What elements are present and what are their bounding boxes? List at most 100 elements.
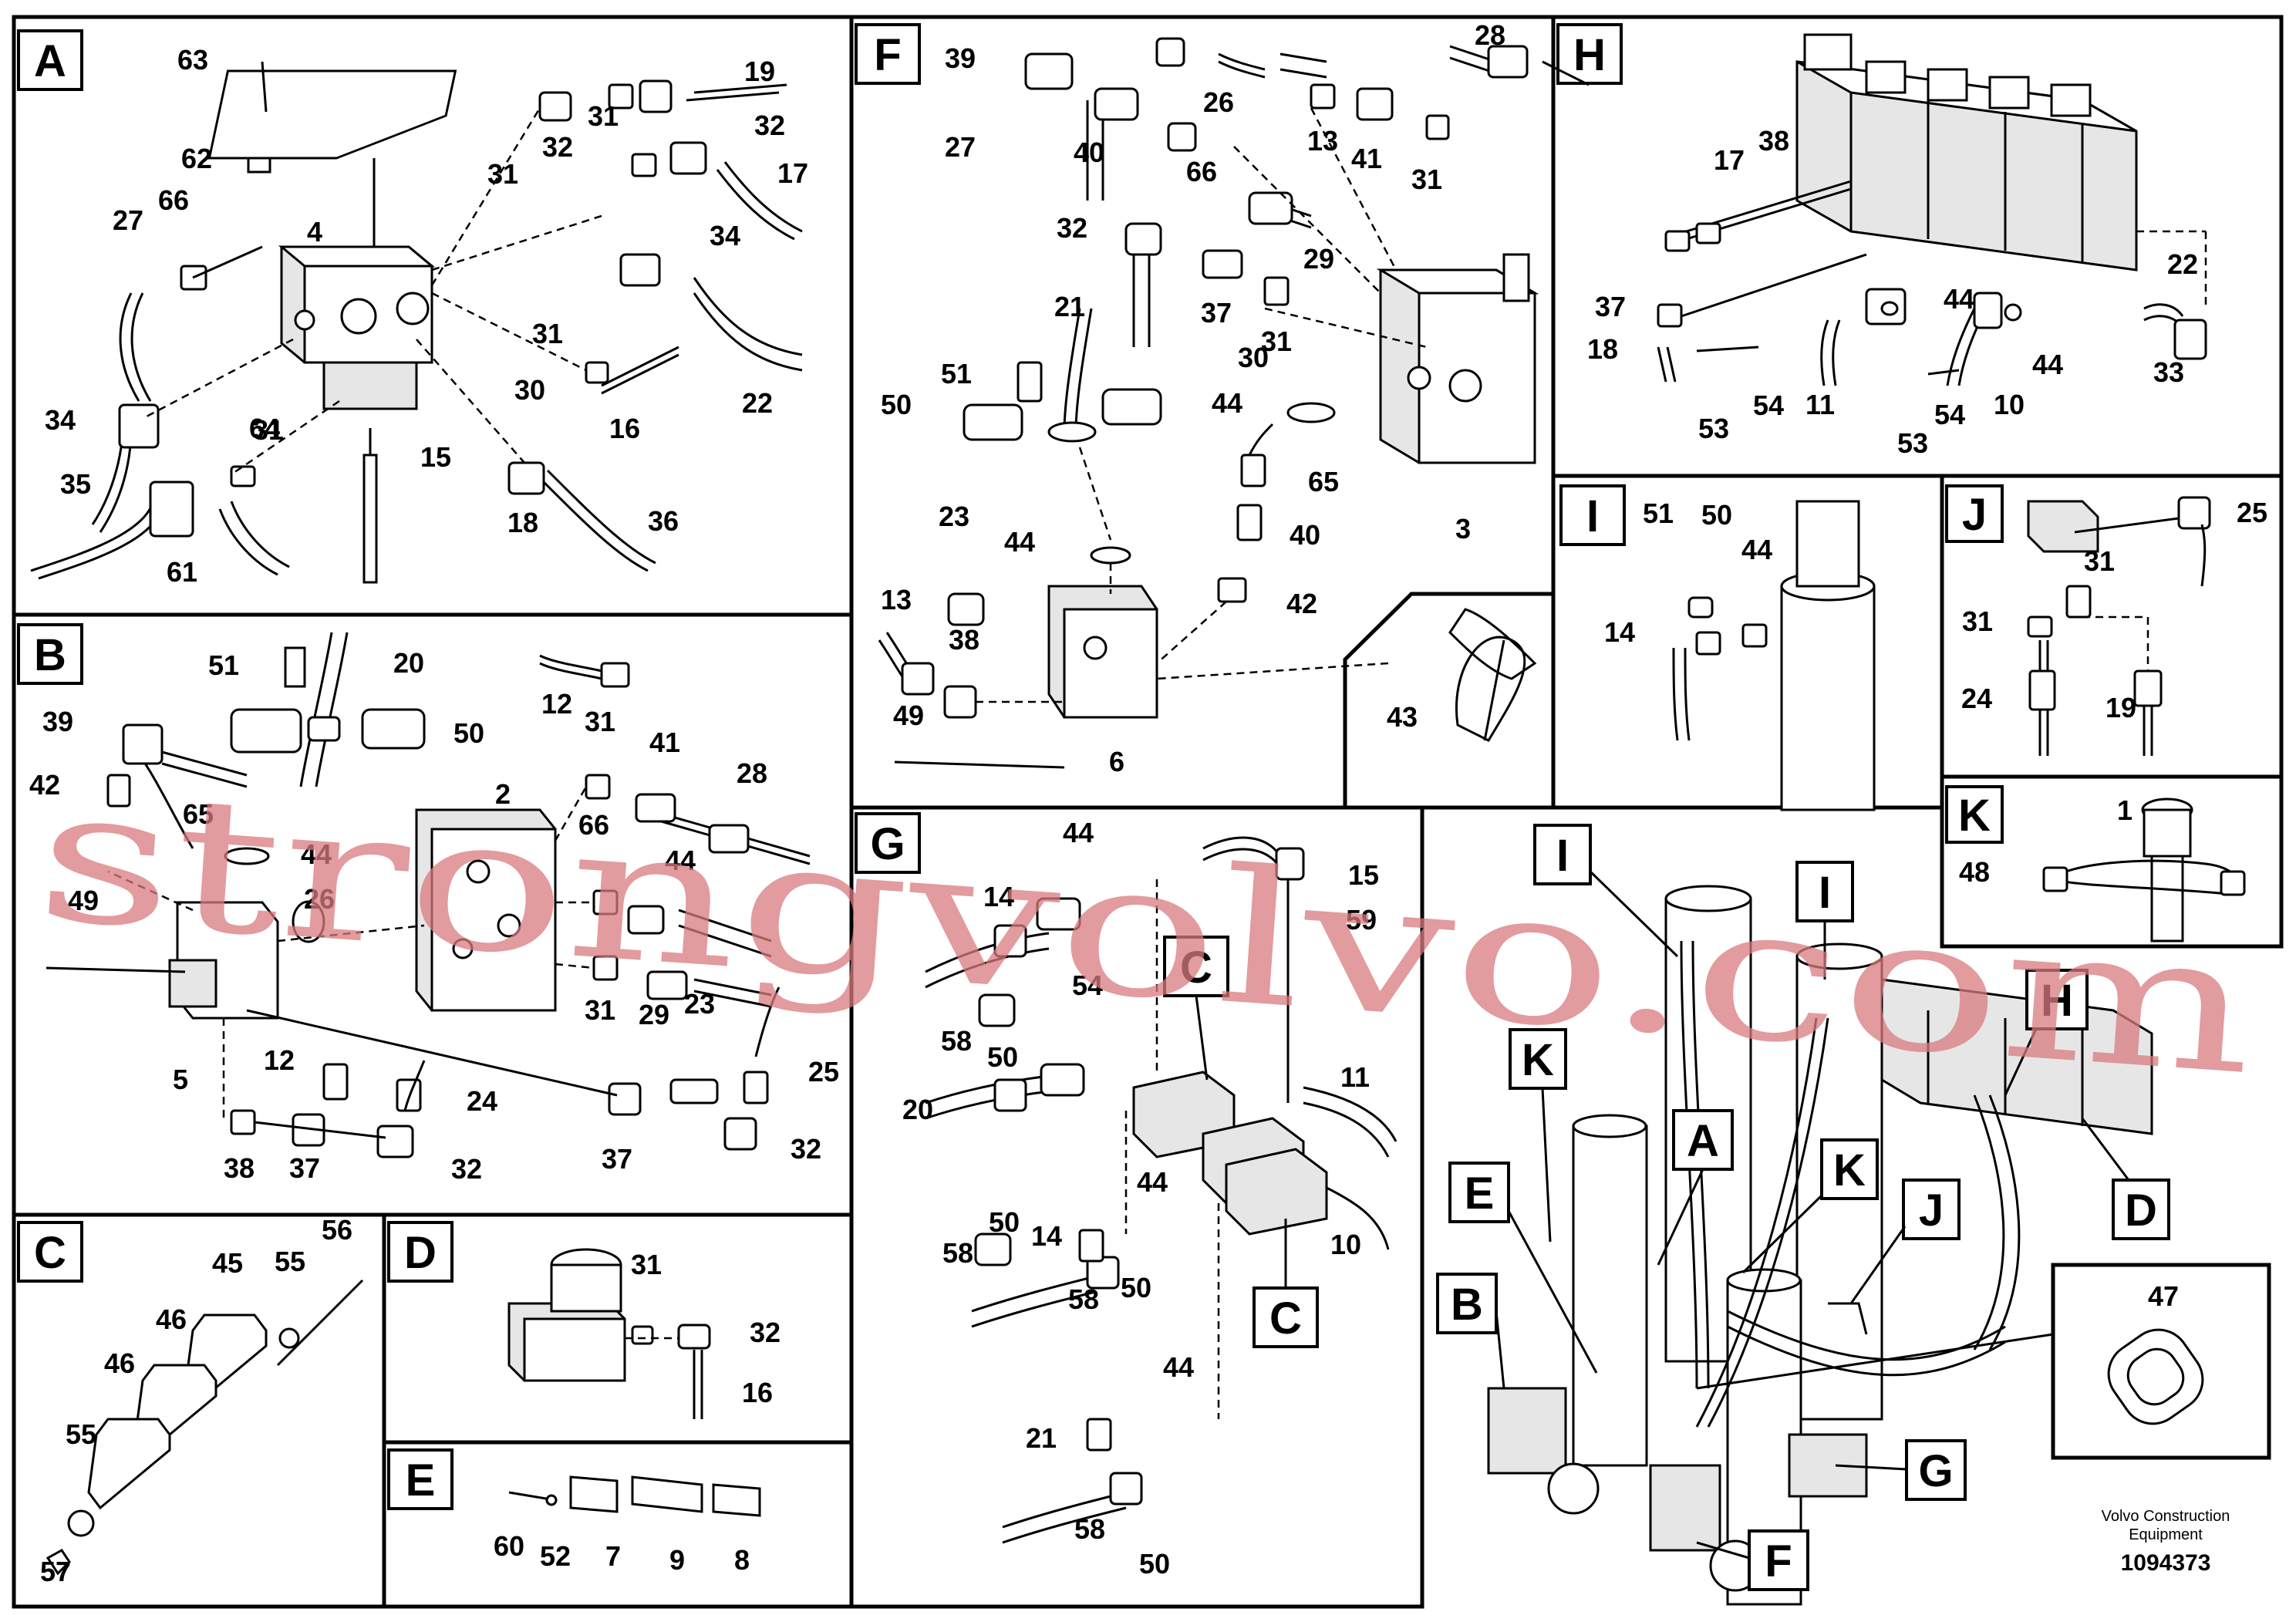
oval-plate-47: 47 bbox=[2107, 1280, 2204, 1425]
callout-h-44: 44 bbox=[1944, 283, 1974, 315]
callout-f-6: 6 bbox=[1109, 746, 1124, 777]
callout-f-32: 32 bbox=[1057, 212, 1087, 244]
callout-b-29: 29 bbox=[639, 999, 669, 1030]
callout-b-39: 39 bbox=[42, 706, 73, 737]
svg-text:C: C bbox=[1180, 943, 1212, 993]
callout-f-40: 40 bbox=[1074, 137, 1104, 168]
callout-f-38: 38 bbox=[949, 624, 979, 656]
panel-h-drawing bbox=[1657, 33, 2207, 386]
callout-h-18: 18 bbox=[1587, 333, 1618, 365]
callout-f-65: 65 bbox=[1308, 466, 1339, 497]
svg-text:H: H bbox=[1573, 30, 1606, 80]
panel-i-drawing bbox=[1672, 500, 1876, 811]
callout-h-38: 38 bbox=[1758, 125, 1789, 157]
overview-marker-g: G bbox=[1905, 1439, 1967, 1501]
panel-c-ref-bottom: C bbox=[1253, 1286, 1319, 1348]
callout-b-20: 20 bbox=[393, 647, 424, 679]
callout-a-16: 16 bbox=[609, 413, 640, 444]
callout-h-53: 53 bbox=[1698, 413, 1729, 444]
callout-f-21: 21 bbox=[1054, 291, 1085, 322]
svg-text:G: G bbox=[870, 819, 905, 869]
overview-marker-a: A bbox=[1672, 1109, 1734, 1171]
callout-b-2: 2 bbox=[495, 778, 511, 810]
callout-i-44: 44 bbox=[1741, 534, 1772, 565]
callout-b-65: 65 bbox=[183, 798, 214, 830]
svg-text:C: C bbox=[34, 1228, 66, 1278]
callout-a-63: 63 bbox=[177, 44, 208, 76]
svg-text:F: F bbox=[874, 30, 901, 80]
panel-c-drawing bbox=[46, 1279, 364, 1576]
callout-a-62: 62 bbox=[181, 143, 212, 174]
callout-f-51: 51 bbox=[941, 358, 972, 389]
callout-b-37: 37 bbox=[602, 1143, 632, 1175]
callout-f-23: 23 bbox=[939, 501, 969, 532]
g-panel-c-callouts: C C bbox=[1163, 936, 1319, 1348]
svg-text:B: B bbox=[1451, 1280, 1483, 1330]
callout-g-20: 20 bbox=[902, 1094, 933, 1125]
callout-j-24: 24 bbox=[1961, 683, 1992, 714]
svg-text:K: K bbox=[1958, 791, 1991, 841]
callout-g-44: 44 bbox=[1163, 1351, 1194, 1383]
callout-b-31: 31 bbox=[585, 706, 615, 737]
callout-f-31: 31 bbox=[1261, 325, 1292, 357]
callout-a-31: 31 bbox=[588, 100, 619, 132]
callout-f-37: 37 bbox=[1201, 297, 1232, 329]
svg-text:J: J bbox=[1919, 1185, 1944, 1236]
callout-j-25: 25 bbox=[2237, 497, 2267, 528]
callout-h-54: 54 bbox=[1753, 389, 1784, 421]
callout-a-19: 19 bbox=[744, 56, 775, 87]
panel-label-d: D bbox=[387, 1221, 453, 1283]
callout-f-43: 43 bbox=[1387, 701, 1418, 733]
callout-b-28: 28 bbox=[737, 757, 767, 789]
overview-section-markers: I I H K A E K J D B G F bbox=[1436, 824, 2170, 1591]
callout-f-27: 27 bbox=[945, 131, 976, 163]
panel-label-f: F bbox=[855, 23, 921, 85]
panel-f-drawing bbox=[878, 37, 1590, 769]
callout-f-29: 29 bbox=[1303, 243, 1334, 275]
callout-b-32: 32 bbox=[791, 1133, 821, 1165]
callout-b-5: 5 bbox=[173, 1064, 188, 1095]
callout-h-22: 22 bbox=[2167, 248, 2198, 280]
callout-a-30: 30 bbox=[514, 374, 545, 406]
overview-marker-i-1: I bbox=[1533, 824, 1592, 885]
callout-b-38: 38 bbox=[224, 1152, 255, 1184]
callout-a-61: 61 bbox=[167, 556, 197, 588]
callout-a-15: 15 bbox=[420, 441, 451, 473]
panel-label-c: C bbox=[17, 1221, 83, 1283]
callout-b-12: 12 bbox=[264, 1044, 295, 1076]
callout-a-4: 4 bbox=[307, 216, 322, 248]
callout-b-25: 25 bbox=[808, 1056, 839, 1088]
callout-g-58: 58 bbox=[941, 1025, 972, 1057]
callout-a-22: 22 bbox=[742, 387, 773, 419]
callout-b-24: 24 bbox=[467, 1085, 497, 1117]
callout-k-48: 48 bbox=[1959, 856, 1990, 888]
callout-g-21: 21 bbox=[1026, 1422, 1057, 1454]
callout-f-49: 49 bbox=[893, 700, 924, 731]
svg-text:H: H bbox=[2041, 976, 2073, 1026]
svg-text:A: A bbox=[34, 36, 66, 86]
watermark-text: strongvolvo.com bbox=[31, 746, 2262, 1116]
callout-g-14: 14 bbox=[1031, 1220, 1062, 1252]
callout-f-13: 13 bbox=[1307, 125, 1338, 157]
callout-c-46: 46 bbox=[104, 1347, 135, 1379]
svg-text:B: B bbox=[34, 630, 66, 680]
callout-b-50: 50 bbox=[453, 717, 484, 749]
svg-text:I: I bbox=[1819, 868, 1831, 918]
overview-marker-d: D bbox=[2112, 1179, 2170, 1240]
panel-a-drawing bbox=[30, 61, 803, 584]
callout-h-11: 11 bbox=[1805, 389, 1835, 420]
svg-text:G: G bbox=[1918, 1446, 1953, 1496]
callout-a-32: 32 bbox=[542, 131, 573, 163]
cable-tie-43 bbox=[1455, 636, 1526, 742]
panel-c-ref-top: C bbox=[1163, 936, 1229, 997]
callout-h-53: 53 bbox=[1897, 427, 1928, 459]
callout-g-11: 11 bbox=[1340, 1061, 1370, 1093]
callout-j-19: 19 bbox=[2106, 692, 2136, 723]
callout-b-51: 51 bbox=[208, 649, 239, 681]
svg-text:I: I bbox=[1556, 831, 1569, 881]
panel-label-b: B bbox=[17, 623, 83, 685]
callout-k-1: 1 bbox=[2117, 794, 2132, 826]
callout-c-56: 56 bbox=[322, 1214, 352, 1246]
svg-text:D: D bbox=[404, 1228, 437, 1278]
